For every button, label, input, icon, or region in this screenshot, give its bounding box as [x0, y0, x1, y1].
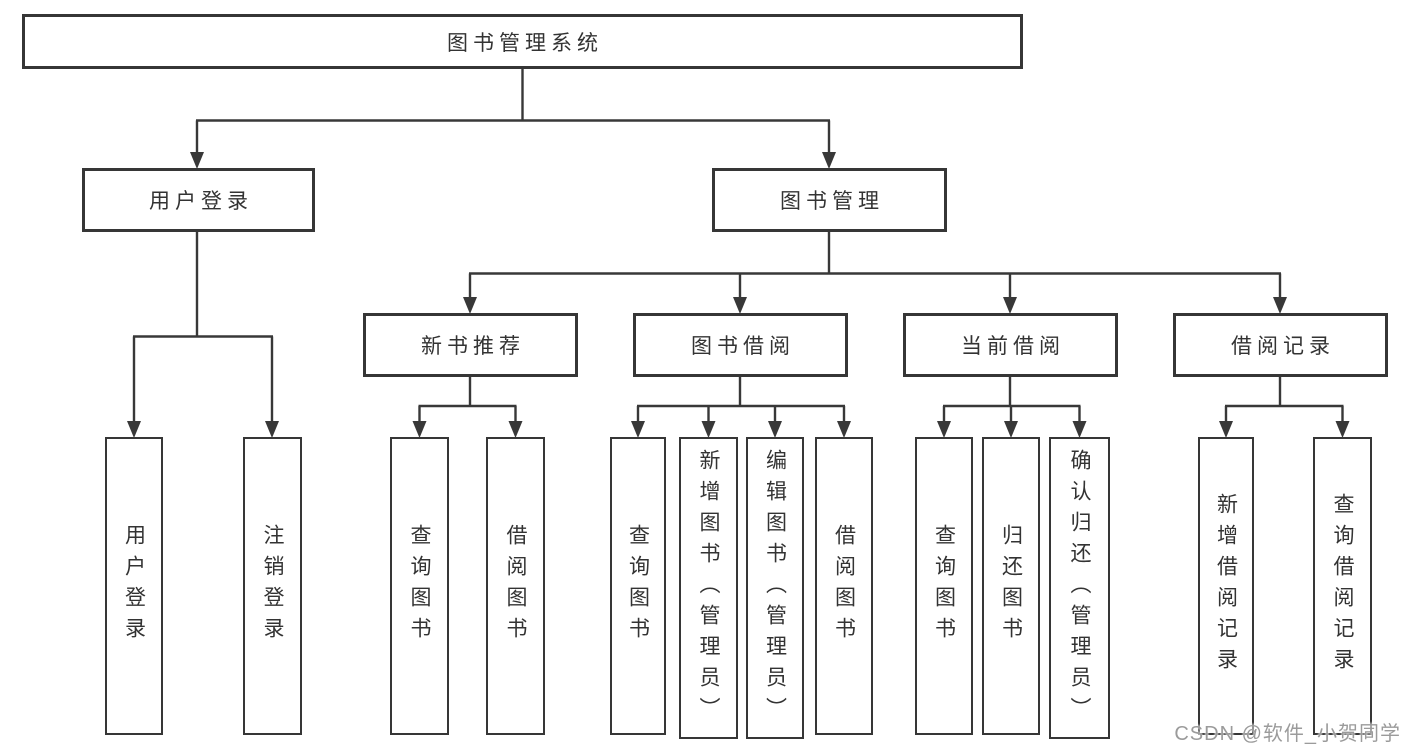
node-query-books-under-recommend: 查询图书 — [390, 437, 449, 735]
node-user-login: 用户登录 — [82, 168, 315, 232]
node-label: 用户登录 — [122, 524, 146, 648]
node-query-books-under-current: 查询图书 — [915, 437, 973, 735]
node-label: 注销登录 — [261, 524, 284, 648]
node-label: 借阅图书 — [832, 524, 856, 648]
node-book-borrowing: 图书借阅 — [633, 313, 848, 377]
node-user-login-leaf: 用户登录 — [105, 437, 163, 735]
node-label: 借阅图书 — [504, 524, 527, 648]
node-label: 新增图书（管理员） — [697, 448, 720, 728]
node-new-book-recommendation: 新书推荐 — [363, 313, 578, 377]
node-add-books-admin: 新增图书（管理员） — [679, 437, 738, 739]
node-label: 查询图书 — [626, 524, 650, 648]
node-label: 归还图书 — [999, 524, 1023, 648]
node-label: 编辑图书（管理员） — [763, 448, 787, 728]
node-current-borrowing: 当前借阅 — [903, 313, 1118, 377]
node-label: 查询图书 — [932, 524, 956, 648]
node-library-management-system: 图书管理系统 — [22, 14, 1023, 69]
node-borrow-books-leaf: 借阅图书 — [815, 437, 873, 735]
node-label: 查询图书 — [408, 524, 431, 648]
node-return-books: 归还图书 — [982, 437, 1040, 735]
node-add-borrow-record: 新增借阅记录 — [1198, 437, 1254, 735]
arrowheads — [127, 152, 1350, 438]
node-label: 查询借阅记录 — [1331, 493, 1354, 679]
node-confirm-return-admin: 确认归还（管理员） — [1049, 437, 1110, 739]
node-logout: 注销登录 — [243, 437, 302, 735]
node-label: 新增借阅记录 — [1214, 493, 1238, 679]
node-label: 确认归还（管理员） — [1068, 448, 1091, 728]
node-book-management: 图书管理 — [712, 168, 947, 232]
node-edit-books-admin: 编辑图书（管理员） — [746, 437, 804, 739]
node-query-books-under-borrow: 查询图书 — [610, 437, 666, 735]
node-borrowing-records: 借阅记录 — [1173, 313, 1388, 377]
csdn-watermark: CSDN @软件_小贺同学 — [1174, 723, 1401, 745]
node-query-borrow-record: 查询借阅记录 — [1313, 437, 1372, 735]
node-borrow-books-under-recommend: 借阅图书 — [486, 437, 545, 735]
